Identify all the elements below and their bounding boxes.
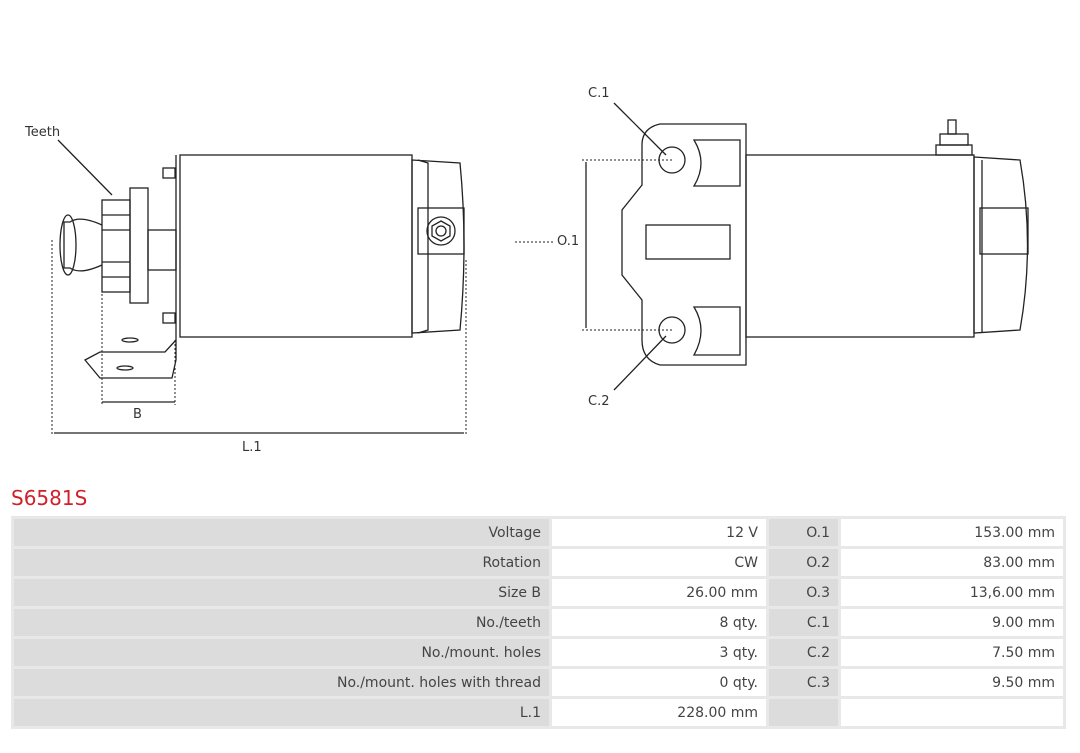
dimension-value: 9.50 mm	[841, 669, 1063, 696]
dimension-code: C.2	[769, 639, 838, 666]
dimension-value	[841, 699, 1063, 726]
spec-label: Rotation	[14, 549, 549, 576]
teeth-label: Teeth	[24, 125, 60, 140]
spec-value: 0 qty.	[552, 669, 766, 696]
product-code: S6581S	[11, 486, 88, 510]
front-view	[515, 102, 1029, 391]
dimension-code: O.1	[769, 519, 838, 546]
spec-label: L.1	[14, 699, 549, 726]
side-view	[51, 139, 467, 435]
spec-label: No./mount. holes	[14, 639, 549, 666]
dimension-b-label: B	[133, 407, 142, 422]
spec-label: No./teeth	[14, 609, 549, 636]
spec-label: Voltage	[14, 519, 549, 546]
dimension-c1-label: C.1	[588, 86, 609, 101]
spec-label: No./mount. holes with thread	[14, 669, 549, 696]
dimension-o1-label: O.1	[557, 234, 579, 249]
spec-value: 3 qty.	[552, 639, 766, 666]
dimension-l1-label: L.1	[242, 440, 262, 455]
spec-value: 228.00 mm	[552, 699, 766, 726]
dimension-code: O.2	[769, 549, 838, 576]
dimension-code: C.3	[769, 669, 838, 696]
dimension-value: 83.00 mm	[841, 549, 1063, 576]
dimension-code	[769, 699, 838, 726]
starter-motor-drawing: Teeth B L.1 C.1 C.2 O.1	[24, 86, 1029, 455]
dimension-value: 153.00 mm	[841, 519, 1063, 546]
dimension-value: 13,6.00 mm	[841, 579, 1063, 606]
spec-value: 12 V	[552, 519, 766, 546]
dimension-code: O.3	[769, 579, 838, 606]
spec-value: CW	[552, 549, 766, 576]
dimension-code: C.1	[769, 609, 838, 636]
dimension-c2-label: C.2	[588, 394, 609, 409]
dimension-value: 7.50 mm	[841, 639, 1063, 666]
spec-label: Size B	[14, 579, 549, 606]
spec-value: 8 qty.	[552, 609, 766, 636]
spec-value: 26.00 mm	[552, 579, 766, 606]
dimension-value: 9.00 mm	[841, 609, 1063, 636]
